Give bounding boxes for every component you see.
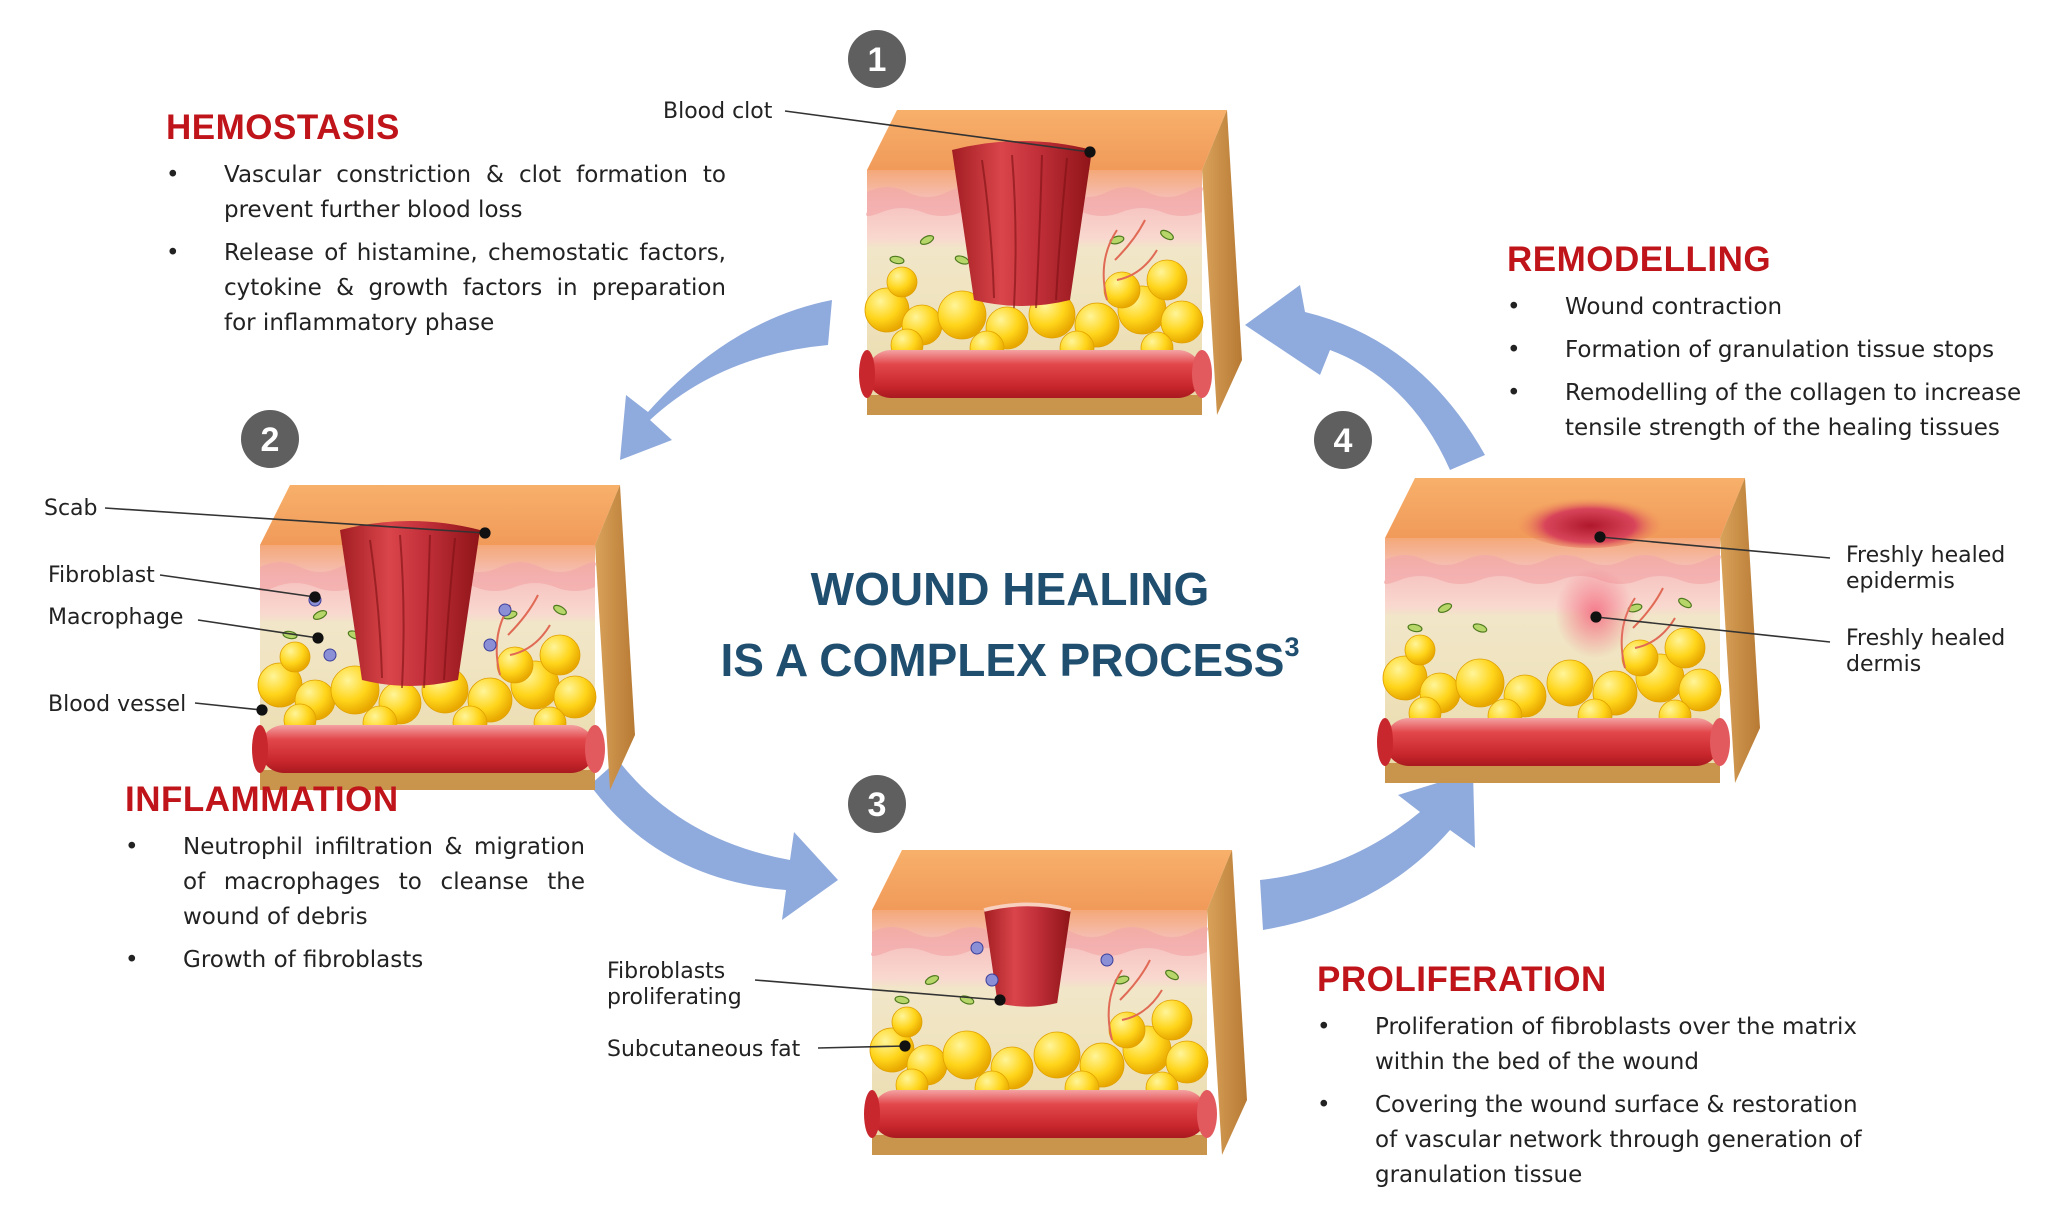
stage-4-bullets: Wound contraction Formation of granulati… [1507,290,2027,454]
center-title-line1: WOUND HEALING [810,563,1210,615]
badge-1-number: 1 [868,41,887,79]
stage-3-bullets: Proliferation of fibroblasts over the ma… [1317,1010,1877,1201]
leader-lines [104,110,1831,1052]
center-title-line2-text: IS A COMPLEX PROCESS [720,634,1285,686]
stage-2-bullet: Neutrophil infiltration & migration of m… [125,830,585,935]
stage-4-bullet: Formation of granulation tissue stops [1507,333,2027,368]
label-epidermis-line2: epidermis [1846,569,1955,594]
label-scab: Scab [44,496,98,521]
arrow-3-to-4 [1260,772,1475,930]
stage-3-illustration [863,849,1248,1156]
badge-2-number: 2 [261,421,280,459]
leader-blood-vessel [194,702,268,716]
stage-3-title: PROLIFERATION [1317,960,1607,999]
leader-fibroblasts-proliferating [754,979,1006,1006]
stage-1-title: HEMOSTASIS [166,108,400,147]
stage-3-bullet: Covering the wound surface & restoration… [1317,1088,1877,1193]
badge-2 [241,410,299,468]
label-dermis-line2: dermis [1846,652,1921,677]
stage-2-bullets: Neutrophil infiltration & migration of m… [125,830,585,986]
label-blood-clot: Blood clot [663,99,773,124]
leader-epidermis [1594,531,1831,559]
center-title: WOUND HEALING IS A COMPLEX PROCESS3 [670,560,1350,689]
stage-1-illustration [858,109,1243,416]
label-dermis-line1: Freshly healed [1846,626,2005,651]
stage-4-illustration [1376,477,1761,784]
label-epidermis-line1: Freshly healed [1846,543,2005,568]
stage-2-bullet: Growth of fibroblasts [125,943,585,978]
stage-3-bullet: Proliferation of fibroblasts over the ma… [1317,1010,1877,1080]
arrow-2-to-3 [590,760,838,920]
stage-4-title: REMODELLING [1507,240,1772,279]
badge-3 [848,775,906,833]
label-fibroblasts-proliferating-line1: Fibroblasts [607,959,725,984]
cycle-arrows [590,285,1485,930]
leader-macrophage [197,619,324,644]
label-blood-vessel: Blood vessel [48,692,186,717]
arrow-4-to-1 [1245,285,1485,470]
arrow-1-to-2 [620,300,832,460]
label-subcutaneous-fat: Subcutaneous fat [607,1037,801,1062]
stage-1-bullets: Vascular constriction & clot formation t… [166,158,726,349]
label-fibroblast: Fibroblast [48,563,155,588]
stage-2-illustration [251,484,636,791]
label-fibroblasts-proliferating-line2: proliferating [607,985,742,1010]
leader-dermis [1590,611,1831,643]
badge-1 [848,30,906,88]
stage-badges: 1 2 3 4 [241,30,1372,833]
stage-4-bullet: Remodelling of the collagen to increase … [1507,376,2027,446]
leader-scab [104,507,491,539]
badge-4-number: 4 [1334,422,1353,460]
leader-blood-clot [784,110,1096,158]
diagram-labels: Blood clot Scab Fibroblast Macrophage Bl… [44,99,2005,1062]
stage-1-bullet: Release of histamine, chemostatic factor… [166,236,726,341]
center-title-superscript: 3 [1284,632,1300,662]
leader-subcutaneous-fat [817,1040,911,1052]
center-title-line2: IS A COMPLEX PROCESS3 [670,618,1350,689]
stage-4-bullet: Wound contraction [1507,290,2027,325]
label-macrophage: Macrophage [48,605,183,630]
stage-1-bullet: Vascular constriction & clot formation t… [166,158,726,228]
stage-2-title: INFLAMMATION [125,780,399,819]
leader-fibroblast [159,574,321,603]
badge-3-number: 3 [868,786,887,824]
badge-4 [1314,411,1372,469]
